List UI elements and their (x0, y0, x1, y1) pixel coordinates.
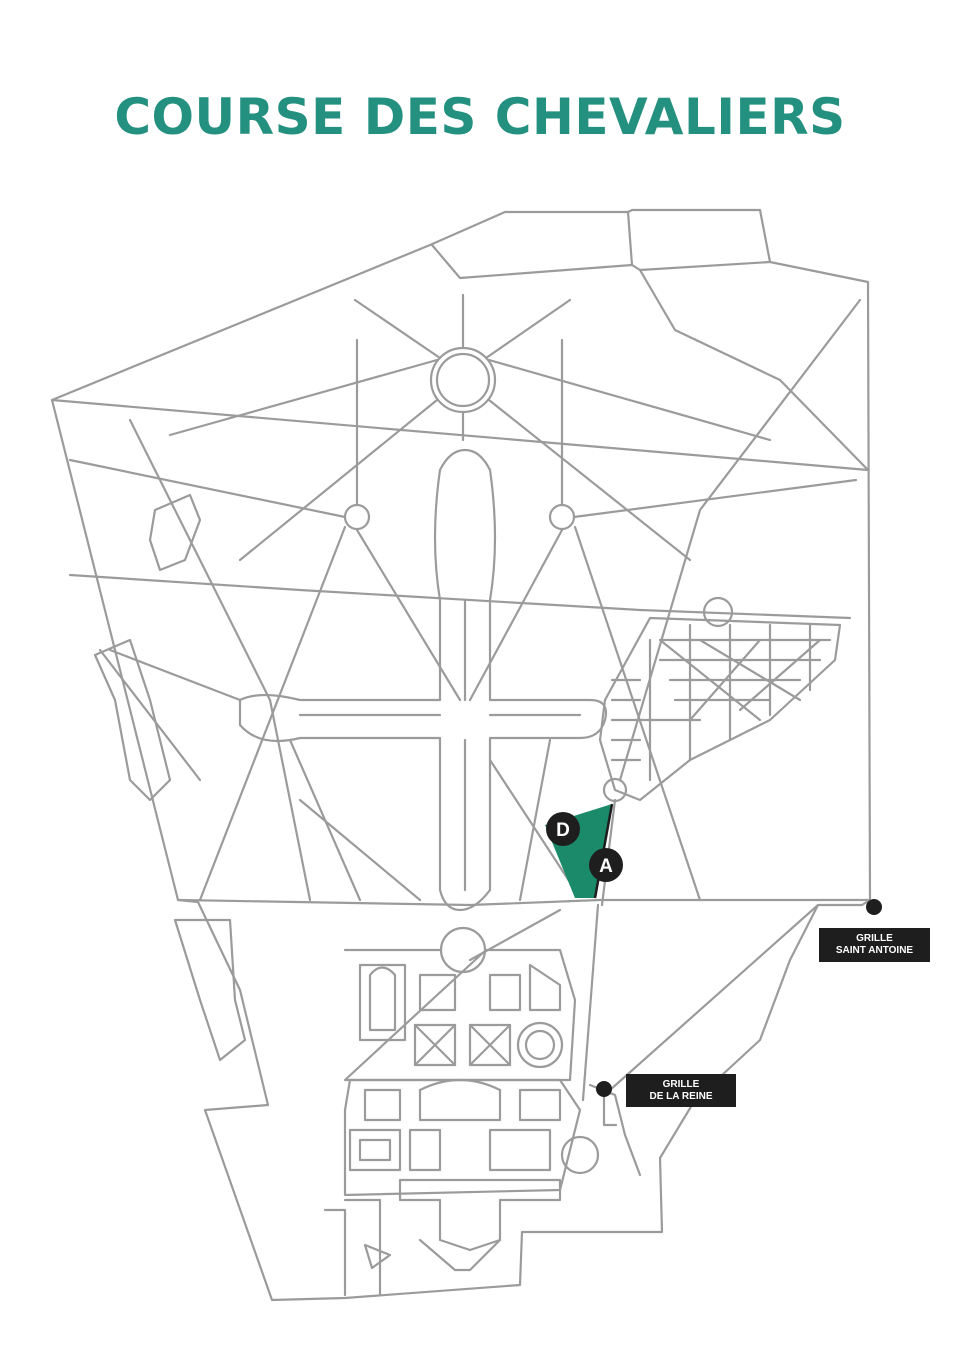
grille-de-la-reine-dot-icon (596, 1081, 612, 1097)
page-title: COURSE DES CHEVALIERS (114, 88, 846, 146)
gate-label-line2: SAINT ANTOINE (835, 945, 914, 956)
grille-saint-antoine-label: GRILLE SAINT ANTOINE (819, 928, 930, 962)
start-marker: D (546, 812, 580, 846)
gate-label-line1: GRILLE (662, 1078, 700, 1090)
grille-saint-antoine-dot-icon (866, 899, 882, 915)
arrival-marker: A (589, 848, 623, 882)
gate-label-line2: DE LA REINE (649, 1090, 713, 1102)
gate-label-line1: GRILLE (856, 933, 893, 944)
grand-canal (238, 448, 608, 912)
grille-de-la-reine-label: GRILLE DE LA REINE (626, 1074, 736, 1107)
svg-text:A: A (599, 856, 613, 877)
svg-text:D: D (556, 820, 570, 841)
park-boundary (50, 208, 872, 1302)
